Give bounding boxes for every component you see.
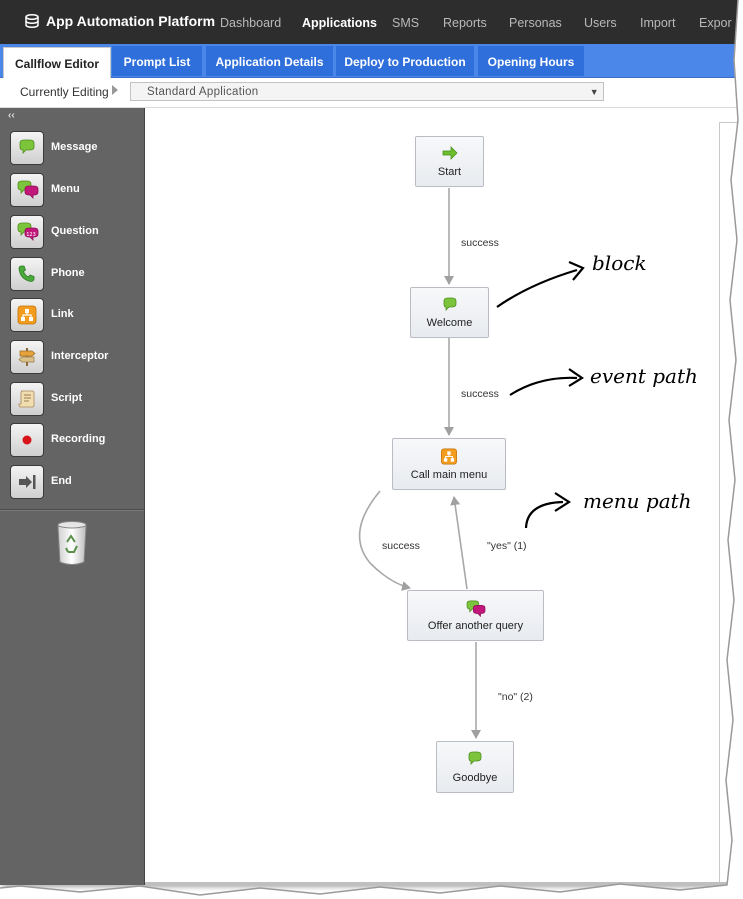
editing-bar: Currently Editing Standard Application ▼ (0, 78, 738, 108)
script-icon (10, 382, 44, 416)
callflow-canvas[interactable]: Start Welcome Call main menu Offer anoth… (145, 108, 738, 885)
edge-label-success: success (382, 540, 420, 552)
palette-divider (0, 509, 144, 511)
annotation-menu-path: menu path (583, 489, 692, 513)
app-title: App Automation Platform (46, 13, 216, 29)
annotation-arrow-event-path (509, 376, 578, 396)
nav-dashboard[interactable]: Dashboard (220, 16, 282, 30)
palette-item-message[interactable]: Message (10, 131, 140, 167)
collapse-icon[interactable]: ‹‹ (8, 110, 15, 121)
menu-icon (10, 173, 44, 207)
palette-item-recording[interactable]: Recording (10, 423, 140, 459)
message-icon (443, 297, 456, 311)
node-call-main-menu[interactable]: Call main menu (392, 438, 506, 490)
palette-item-question[interactable]: 123 Question (10, 215, 140, 251)
message-icon (10, 131, 44, 165)
tab-opening-hours[interactable]: Opening Hours (478, 46, 584, 76)
nav-export[interactable]: Expor (699, 16, 732, 30)
tab-prompt-list[interactable]: Prompt List (112, 46, 202, 76)
app-logo[interactable]: App Automation Platform (24, 13, 215, 29)
node-label: Goodbye (452, 772, 498, 784)
annotation-arrow-menu-path (524, 500, 564, 529)
palette-label: Interceptor (51, 350, 109, 362)
nav-import[interactable]: Import (640, 16, 676, 30)
edge-label-yes: "yes" (1) (487, 540, 527, 552)
top-nav: App Automation Platform Dashboard Applic… (0, 0, 738, 44)
trash-icon[interactable] (56, 520, 88, 571)
application-select[interactable]: Standard Application ▼ (130, 82, 604, 101)
node-welcome[interactable]: Welcome (410, 287, 489, 338)
edge-label-success: success (461, 237, 499, 249)
palette-item-end[interactable]: End (10, 465, 140, 501)
palette-label: Recording (51, 433, 106, 445)
link-icon (441, 448, 457, 465)
palette-item-interceptor[interactable]: Interceptor (10, 340, 140, 376)
phone-icon (10, 257, 44, 291)
chevron-down-icon: ▼ (589, 87, 599, 97)
nav-sms[interactable]: SMS (392, 16, 420, 30)
question-icon: 123 (10, 215, 44, 249)
message-icon (468, 751, 482, 765)
palette-label: Message (51, 141, 98, 153)
palette-label: Phone (51, 267, 85, 279)
tab-deploy-to-production[interactable]: Deploy to Production (336, 46, 474, 76)
node-offer-another-query[interactable]: Offer another query (407, 590, 544, 641)
node-start[interactable]: Start (415, 136, 484, 187)
nav-users[interactable]: Users (584, 16, 617, 30)
menu-icon (466, 600, 485, 618)
node-goodbye[interactable]: Goodbye (436, 741, 514, 793)
tab-callflow-editor[interactable]: Callflow Editor (3, 47, 111, 78)
chevron-right-icon (112, 85, 118, 95)
annotation-event-path: event path (590, 364, 698, 388)
tab-application-details[interactable]: Application Details (206, 46, 333, 76)
edge-label-no: "no" (2) (498, 691, 533, 703)
database-icon (25, 13, 39, 29)
currently-editing-label: Currently Editing (20, 85, 109, 99)
tab-bar: Callflow Editor Prompt List Application … (0, 44, 738, 78)
node-label: Offer another query (427, 620, 524, 632)
node-label: Call main menu (410, 469, 488, 481)
palette-label: Script (51, 392, 83, 404)
palette-item-menu[interactable]: Menu (10, 173, 140, 209)
recording-icon (10, 423, 44, 457)
palette-label: Question (51, 225, 99, 237)
nav-applications[interactable]: Applications (302, 16, 378, 30)
arrow-right-icon (442, 146, 457, 160)
svg-text:123: 123 (26, 232, 36, 238)
palette-item-link[interactable]: Link (10, 298, 140, 334)
node-label: Welcome (426, 317, 473, 329)
annotation-block: block (592, 251, 647, 275)
link-icon (10, 298, 44, 332)
palette-item-phone[interactable]: Phone (10, 257, 140, 293)
block-palette: ‹‹ Message Menu 123 Question Phone (0, 108, 145, 885)
palette-label: End (51, 475, 72, 487)
palette-item-script[interactable]: Script (10, 382, 140, 418)
canvas-scrollbar[interactable] (145, 882, 738, 885)
application-select-value: Standard Application (147, 86, 259, 98)
annotation-arrow-block (496, 268, 578, 308)
palette-label: Link (51, 308, 74, 320)
interceptor-icon (10, 340, 44, 374)
edge-label-success: success (461, 388, 499, 400)
end-icon (10, 465, 44, 499)
app-window: App Automation Platform Dashboard Applic… (0, 0, 738, 885)
node-label: Start (437, 166, 462, 178)
nav-personas[interactable]: Personas (509, 16, 562, 30)
edge-offer-callmenu (450, 496, 468, 590)
palette-label: Menu (51, 183, 80, 195)
nav-reports[interactable]: Reports (443, 16, 487, 30)
